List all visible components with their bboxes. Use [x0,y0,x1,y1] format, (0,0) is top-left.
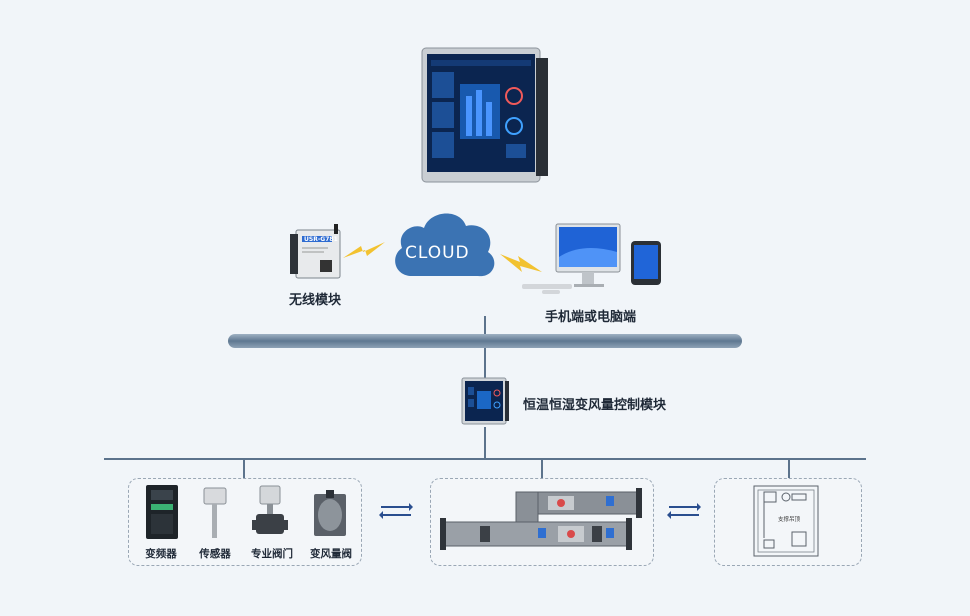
wireless-module-label: 无线模块 [289,293,342,308]
tablet-icon [631,241,661,285]
floorplan-drawing [753,485,819,557]
connector-cloud-bus [484,316,486,334]
field-bus-line [104,458,866,460]
client-label: 手机端或电脑端 [545,310,637,325]
device-label-valve: 专业阀门 [251,548,293,560]
controller-label: 恒温恒湿变风量控制模块 [523,398,667,413]
wireless-device-text: USR-G781 [304,236,338,243]
lightning-right-icon [500,254,542,272]
connector-bus-controller [484,348,486,378]
exchange-arrows-right-icon [667,503,701,519]
drop-right [788,458,790,478]
device-label-inverter: 变频器 [145,548,177,560]
panel-pc-main [421,47,548,183]
controller-panel-icon [461,377,509,425]
cloud-label: CLOUD [405,243,470,263]
exchange-arrows-left-icon [379,503,413,519]
duct-assembly-icon [440,488,642,550]
floorplan-box [714,478,862,566]
cloud-icon [395,213,495,277]
connector-controller-lowerbus [484,427,486,459]
desktop-monitor-icon [522,223,621,294]
floorplan-room-label: 支撑吊顶 [778,517,801,523]
network-bus [228,334,742,348]
wireless-module-device [290,224,341,279]
inverter-icon [146,485,178,539]
valve-icon [252,485,288,534]
lightning-left-icon [343,242,385,258]
drop-left [243,458,245,478]
drop-middle [541,458,543,478]
device-label-sensor: 传感器 [199,548,231,560]
vav-damper-icon [314,490,346,536]
sensor-icon [203,487,227,538]
device-label-damper: 变风量阀 [310,548,352,560]
